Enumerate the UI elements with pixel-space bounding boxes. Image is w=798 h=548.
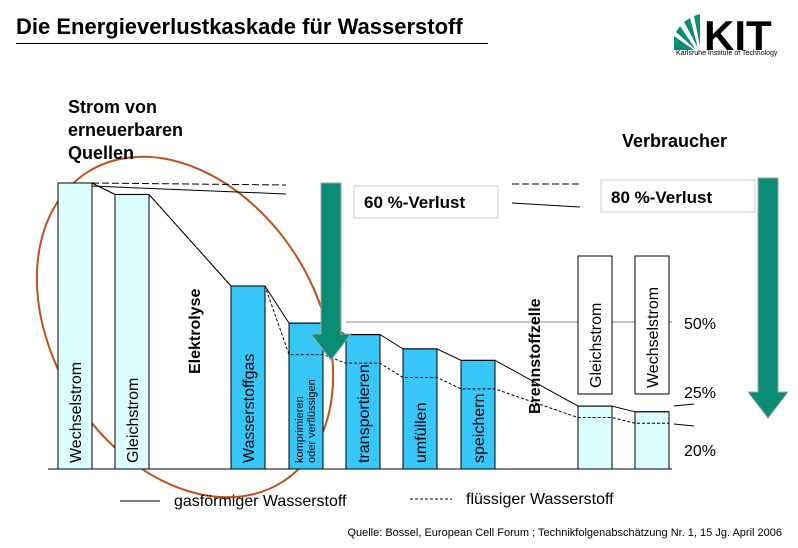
legend-label-gas: gasförmiger Wasserstoff: [174, 493, 347, 510]
bar-label: umfüllen: [413, 403, 430, 463]
loss-arrow-60: [309, 182, 353, 361]
bar: [402, 348, 438, 470]
bar: [634, 411, 670, 470]
kit-logo: KIT: [674, 12, 772, 59]
bar-label: Wechselstrom: [68, 362, 85, 463]
boxed-label-frame: [577, 255, 613, 395]
consumer-label: Verbraucher: [622, 131, 728, 151]
boxed-label-frame: [634, 255, 670, 395]
kit-logo-subtitle: Karlsruhe Institute of Technology: [676, 50, 778, 57]
tick-mark: [673, 403, 695, 407]
bar: [345, 334, 381, 470]
stage-label: Brennstoffzelle: [527, 298, 544, 414]
loss-label: 60 %-Verlust: [364, 193, 465, 212]
loss-label: 80 %-Verlust: [611, 188, 712, 207]
loss-bracket-top-dashed: [91, 182, 287, 186]
stage-label: Elektrolyse: [187, 289, 204, 374]
tick-label: 20%: [684, 443, 716, 460]
boxed-label: Wechselstrom: [645, 287, 662, 388]
loss-arrow-80: [746, 177, 790, 419]
bar-label: speichern: [471, 394, 488, 463]
loss-label-box: [353, 185, 499, 219]
bar-label: Wasserstoffgas: [241, 354, 258, 463]
source-label: Strom von erneuerbaren Quellen: [68, 96, 218, 165]
bar-label: komprimierenoder verflüssigen: [294, 379, 318, 463]
title-underline: [16, 43, 488, 44]
page-title: Die Energieverlustkaskade für Wasserstof…: [16, 14, 463, 39]
bar-label: transportieren: [356, 364, 373, 463]
liquid-cascade-line: [58, 182, 669, 424]
tick-mark: [673, 423, 695, 427]
tick-label: 25%: [684, 385, 716, 402]
bar-label: Gleichstrom: [125, 378, 142, 463]
legend-label-liquid: flüssiger Wasserstoff: [466, 491, 614, 508]
source-label-text: Strom von erneuerbaren Quellen: [68, 97, 184, 163]
gas-cascade-line: [58, 182, 669, 413]
bar: [577, 405, 613, 470]
boxed-label: Gleichstrom: [588, 303, 605, 388]
tick-label: 50%: [684, 316, 716, 333]
loss-bracket-top-solid: [91, 185, 287, 195]
kit-logo-text: KIT: [704, 12, 772, 59]
source-citation: Quelle: Bossel, European Cell Forum ; Te…: [347, 527, 782, 539]
loss-bracket-right-solid: [511, 202, 581, 208]
kit-logo-fan: [674, 14, 700, 50]
loss-label-box: [600, 179, 756, 213]
